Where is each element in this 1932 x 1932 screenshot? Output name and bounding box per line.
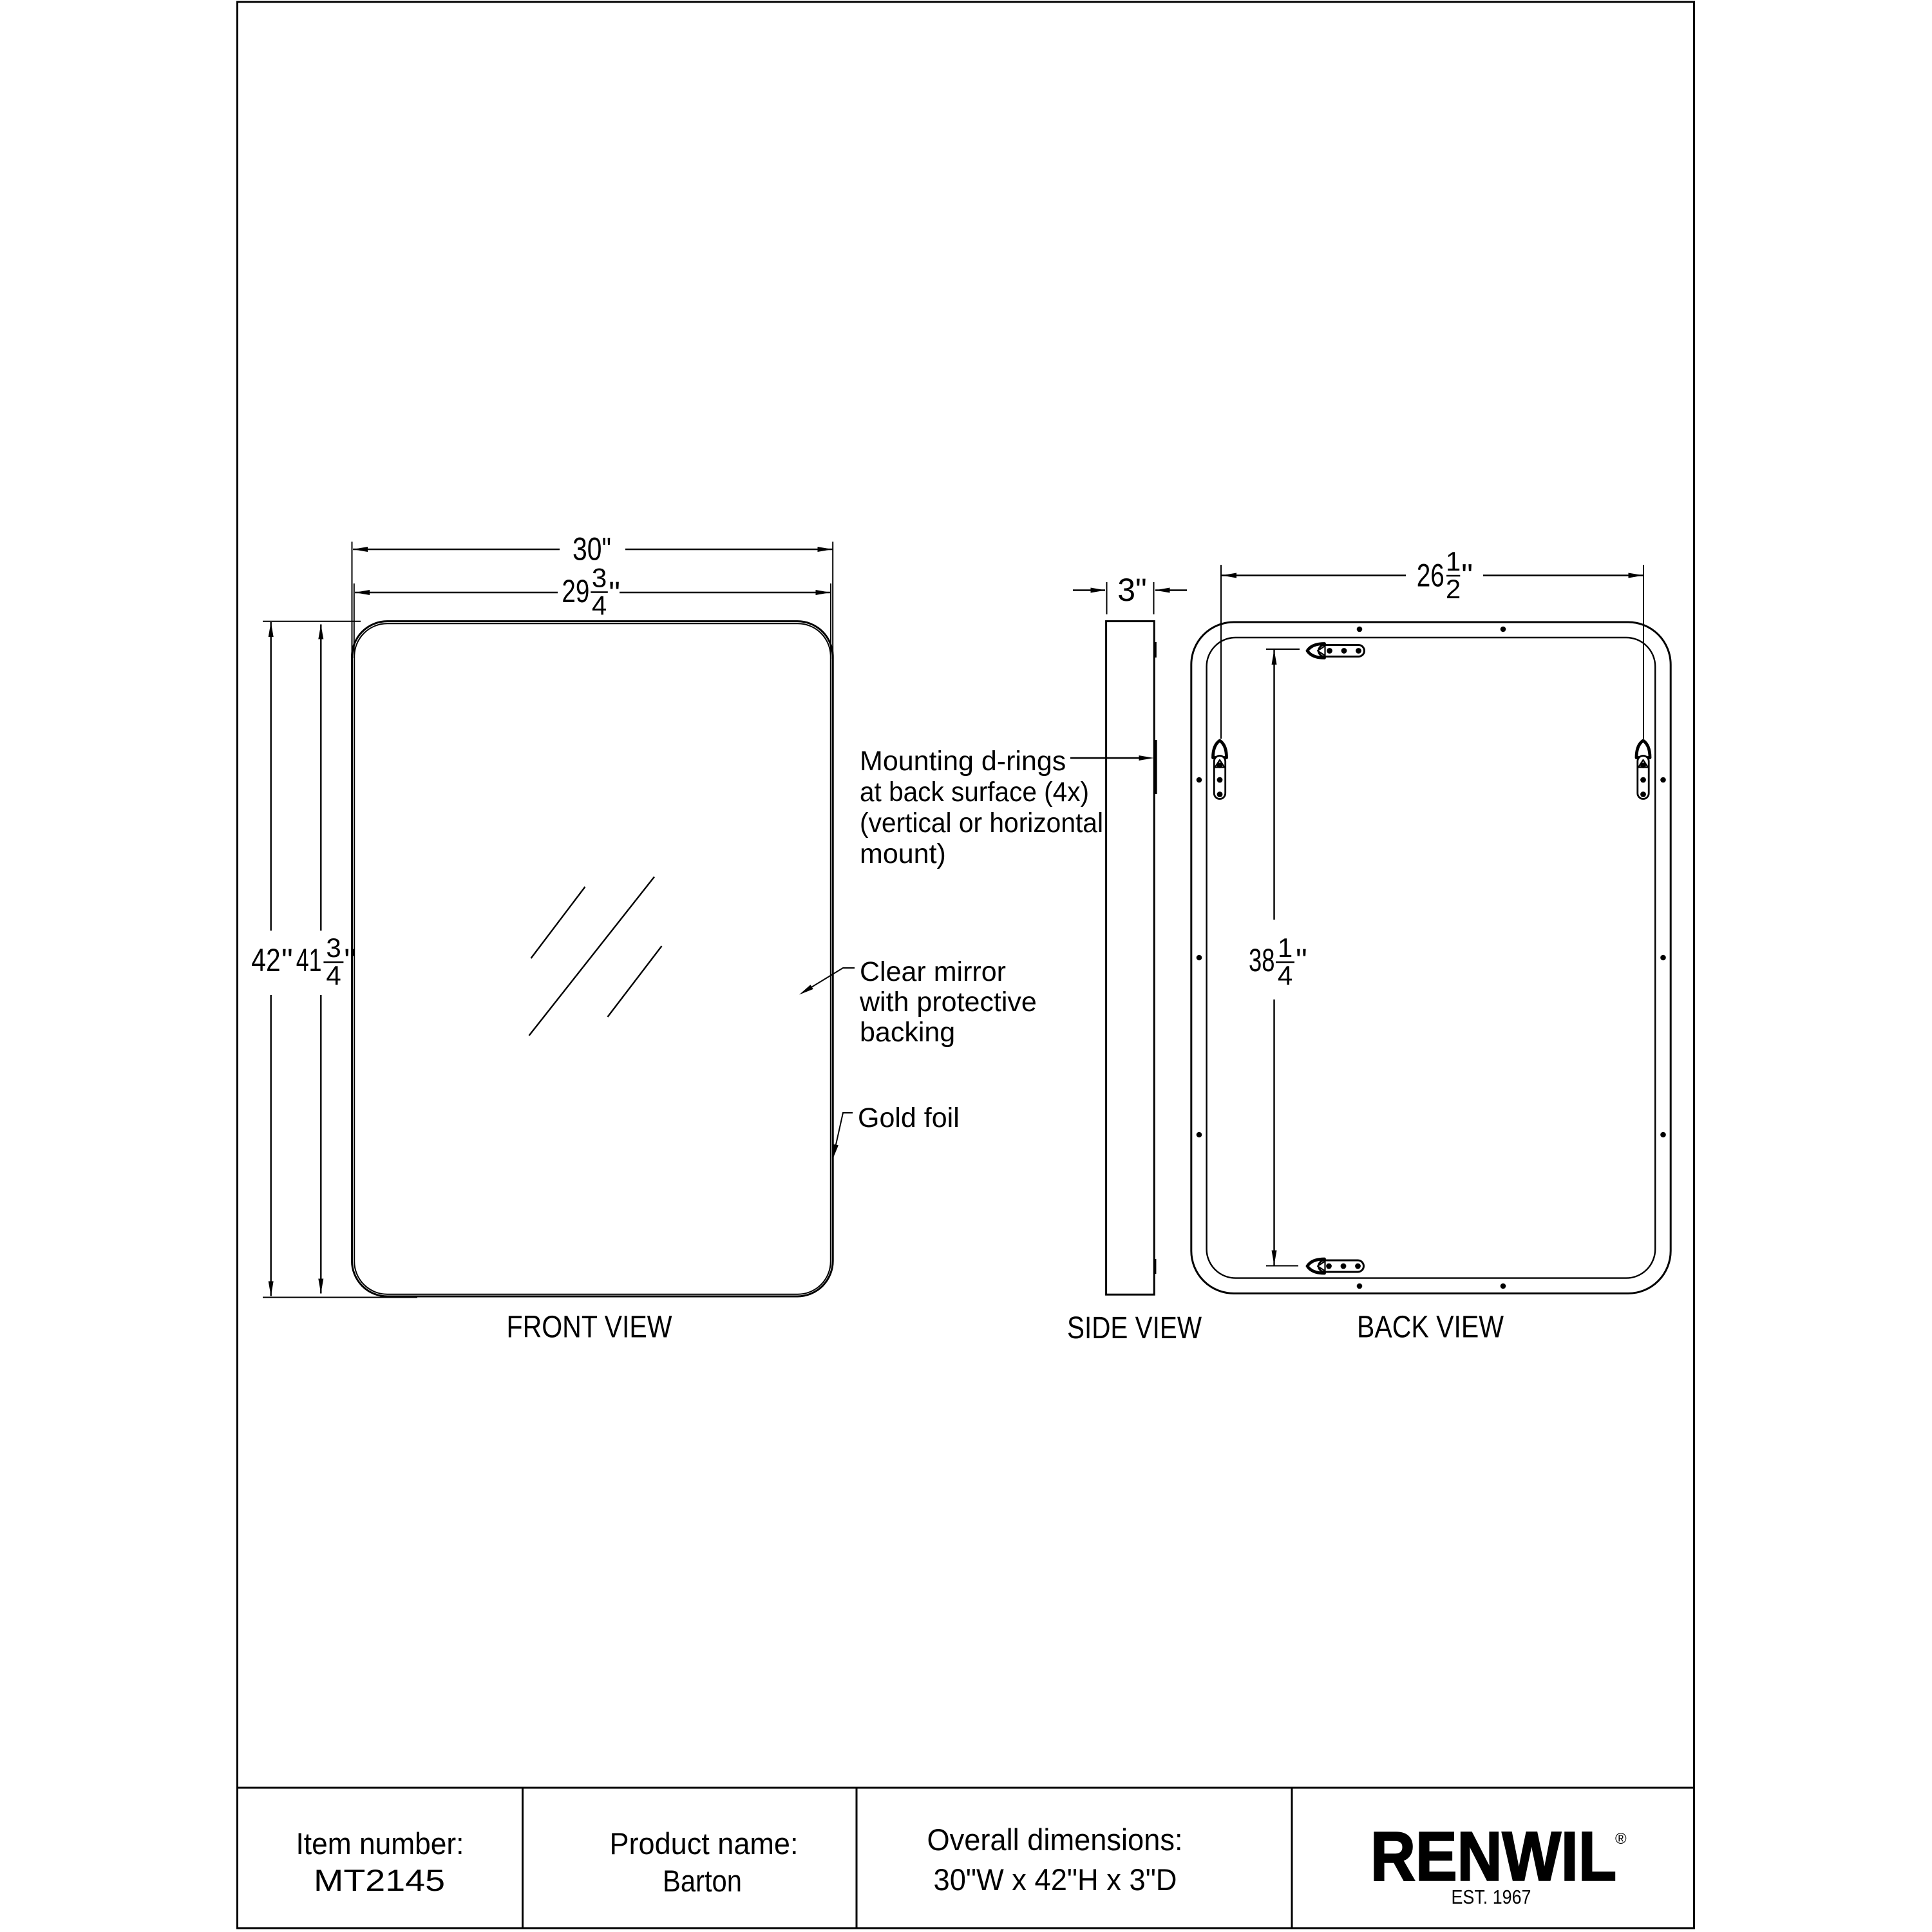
svg-text:30": 30" <box>573 531 611 567</box>
svg-text:42: 42 <box>251 942 280 978</box>
svg-text:4: 4 <box>326 960 341 990</box>
svg-text:": " <box>1296 942 1307 978</box>
svg-text:®: ® <box>1615 1830 1627 1848</box>
svg-text:2: 2 <box>1446 574 1461 604</box>
svg-text:mount): mount) <box>860 838 946 869</box>
svg-text:SIDE VIEW: SIDE VIEW <box>1067 1311 1202 1345</box>
svg-text:Mounting d-rings: Mounting d-rings <box>860 746 1066 777</box>
svg-text:38: 38 <box>1249 942 1275 978</box>
svg-text:1: 1 <box>1278 933 1293 963</box>
svg-text:30"W x 42"H x 3"D: 30"W x 42"H x 3"D <box>934 1862 1177 1897</box>
svg-text:3": 3" <box>1117 572 1147 608</box>
svg-text:MT2145: MT2145 <box>314 1863 445 1897</box>
svg-text:4: 4 <box>1278 960 1293 990</box>
svg-text:3: 3 <box>592 563 607 593</box>
svg-text:(vertical or horizontal: (vertical or horizontal <box>860 808 1103 838</box>
svg-text:": " <box>281 942 293 978</box>
svg-text:with protective: with protective <box>859 987 1037 1018</box>
svg-text:RENWIL: RENWIL <box>1370 1817 1616 1895</box>
svg-text:3: 3 <box>326 933 341 963</box>
svg-text:4: 4 <box>592 591 607 621</box>
svg-text:FRONT VIEW: FRONT VIEW <box>507 1311 673 1345</box>
svg-text:26: 26 <box>1417 558 1444 594</box>
svg-text:at back surface (4x): at back surface (4x) <box>860 777 1089 808</box>
svg-text:": " <box>1461 558 1473 594</box>
svg-text:Item number:: Item number: <box>296 1826 464 1861</box>
svg-text:29: 29 <box>562 573 589 609</box>
svg-text:Barton: Barton <box>663 1864 742 1898</box>
svg-text:Product name:: Product name: <box>610 1826 799 1861</box>
svg-text:1: 1 <box>1446 546 1461 576</box>
svg-text:": " <box>609 575 620 611</box>
svg-text:Gold foil: Gold foil <box>858 1103 960 1133</box>
svg-text:": " <box>344 942 355 978</box>
svg-text:EST. 1967: EST. 1967 <box>1452 1886 1531 1908</box>
svg-text:41: 41 <box>296 942 322 978</box>
svg-text:BACK VIEW: BACK VIEW <box>1357 1311 1504 1345</box>
svg-text:Overall dimensions:: Overall dimensions: <box>927 1823 1183 1857</box>
svg-text:backing: backing <box>860 1017 955 1048</box>
svg-text:Clear mirror: Clear mirror <box>860 956 1006 987</box>
